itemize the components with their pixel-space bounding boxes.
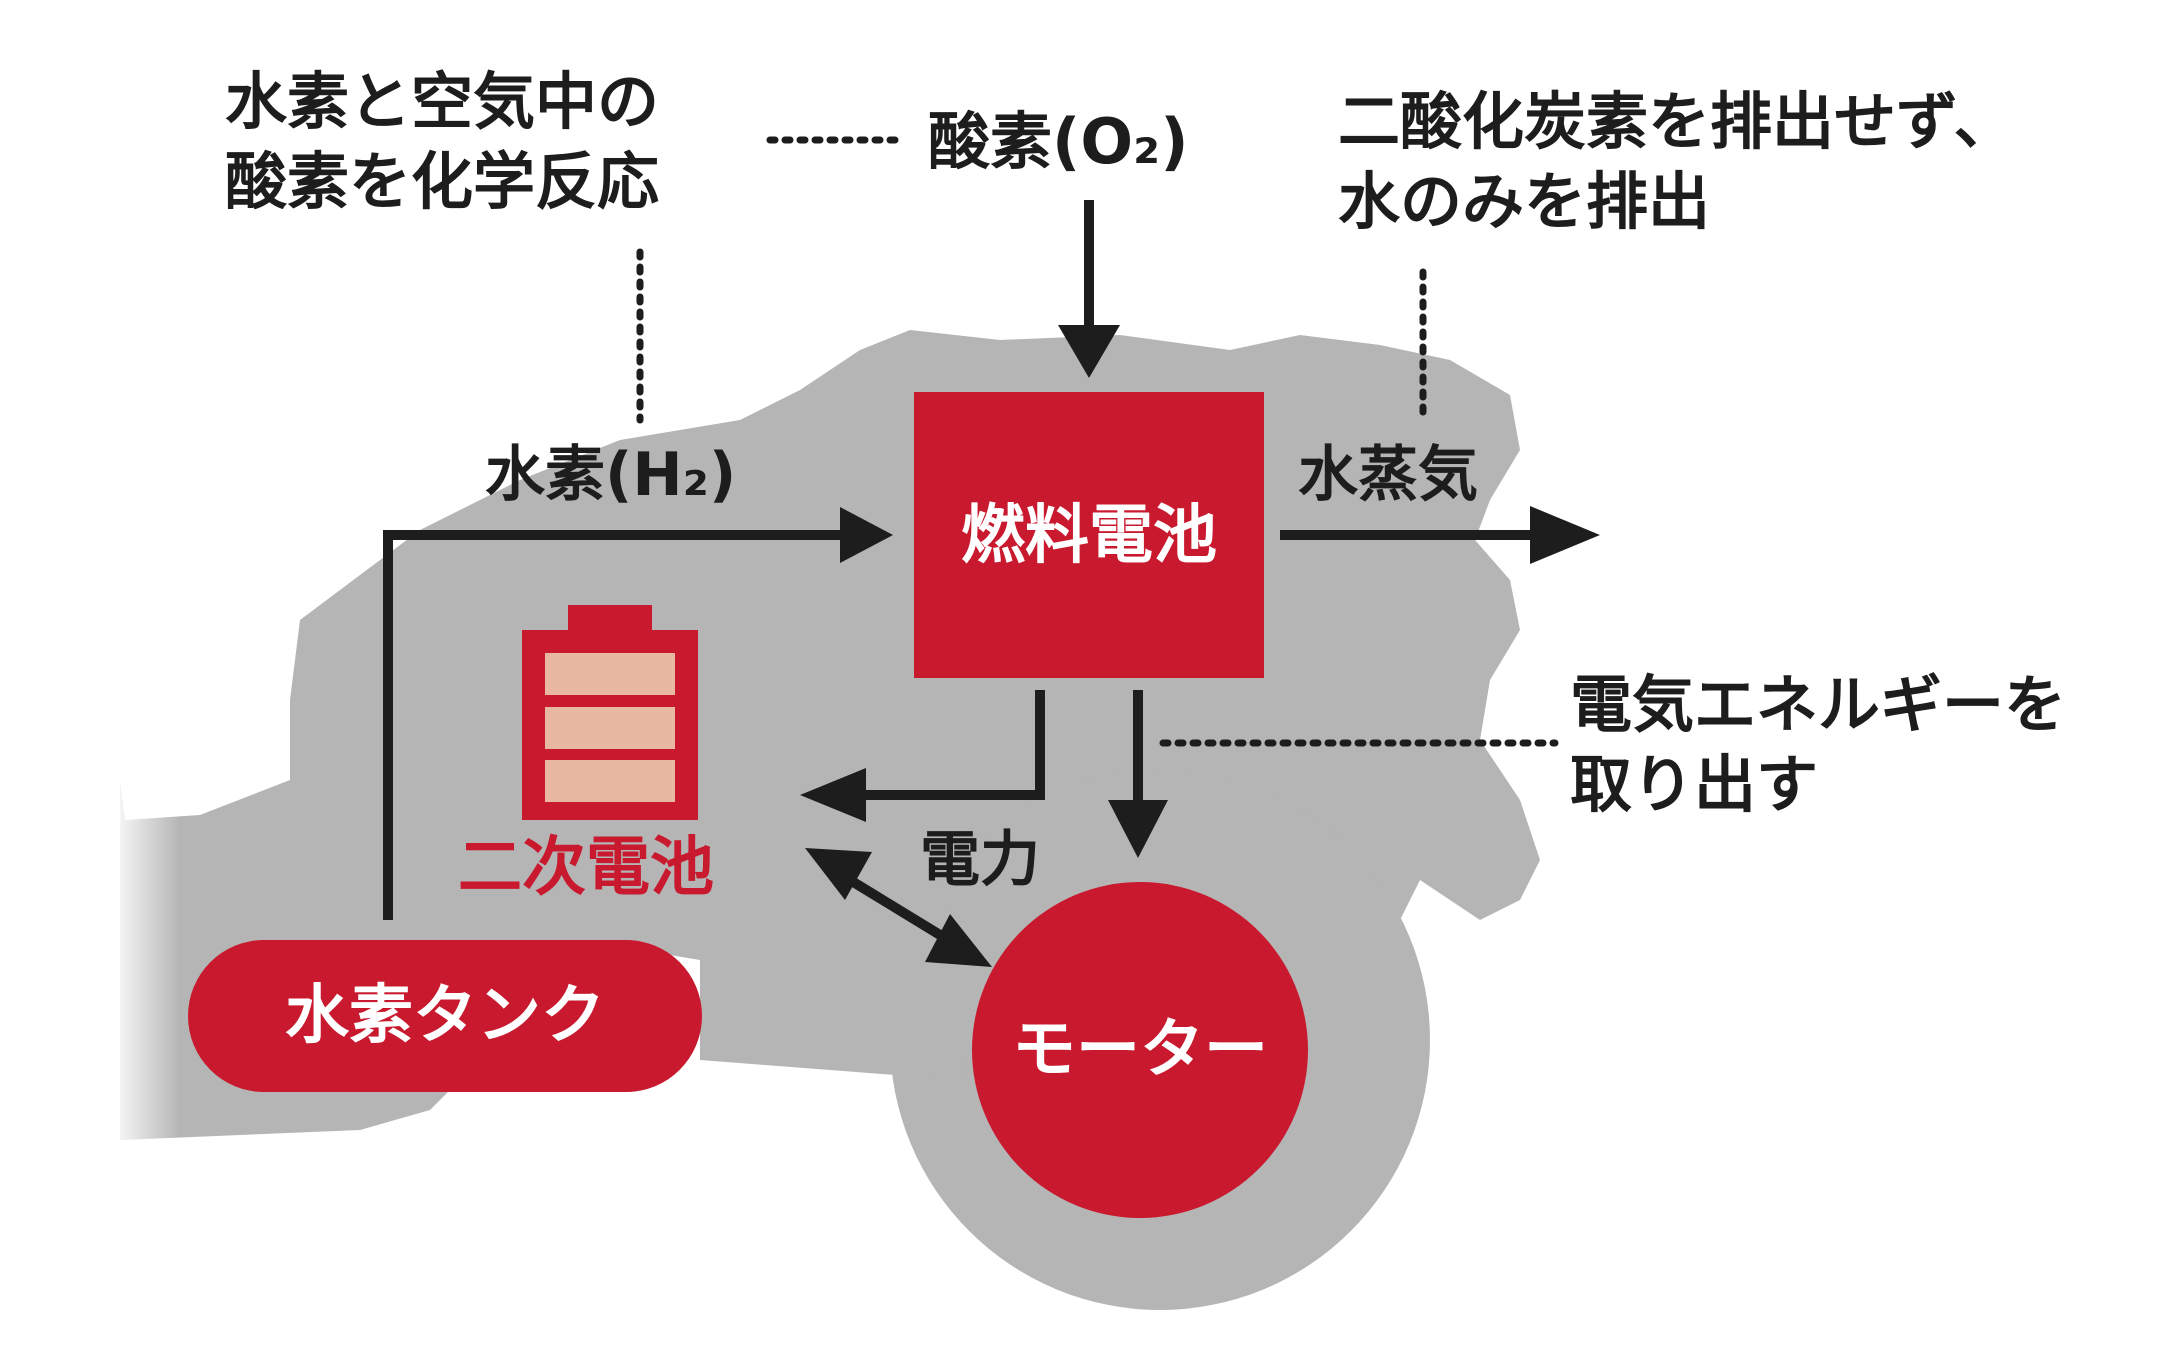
energy-note: 電気エネルギーを 取り出す [1570, 665, 2066, 825]
silhouette-fade [110, 760, 180, 1160]
reaction-note-line-1: 水素と空気中の [225, 65, 660, 138]
hydrogen-arrow-line [383, 530, 845, 920]
energy-note-line-1: 電気エネルギーを [1570, 668, 2067, 741]
emission-note-line-2: 水のみを排出 [1338, 165, 1711, 238]
power-label: 電力 [920, 825, 1040, 895]
motor-arrowhead [1108, 800, 1168, 858]
fuel-cell-box [914, 392, 1264, 678]
emission-note-line-1: 二酸化炭素を排出せず、 [1338, 85, 2016, 158]
fuel-cell-label: 燃料電池 [961, 499, 1217, 573]
power-to-battery-line [860, 690, 1045, 800]
battery-label: 二次電池 [458, 831, 714, 905]
battery-arrowhead [800, 768, 866, 822]
battery-cell-1 [545, 653, 675, 695]
emission-note: 二酸化炭素を排出せず、 水のみを排出 [1338, 82, 2016, 242]
battery-motor-line [847, 875, 948, 943]
hydrogen-tank-label: 水素タンク [285, 979, 605, 1053]
reaction-note-line-2: 酸素を化学反応 [225, 145, 660, 218]
battery-cell-3 [545, 760, 675, 802]
motor-circle [972, 882, 1308, 1218]
oxygen-arrowhead [1058, 325, 1120, 378]
reaction-note: 水素と空気中の 酸素を化学反応 [225, 62, 659, 222]
steam-arrowhead [1530, 506, 1600, 564]
hydrogen-label: 水素(H₂) [485, 440, 737, 510]
motor-side-arrowhead [925, 914, 992, 967]
battery-cell-2 [545, 707, 675, 749]
motor-label: モーター [1012, 1013, 1268, 1087]
steam-label: 水蒸気 [1298, 440, 1478, 510]
battery-icon [522, 605, 698, 820]
hydrogen-tank-box [188, 940, 702, 1092]
oxygen-label: 酸素(O₂) [928, 105, 1189, 178]
energy-note-line-2: 取り出す [1570, 748, 1819, 821]
battery-side-arrowhead [805, 848, 872, 900]
hydrogen-arrowhead [840, 507, 893, 563]
